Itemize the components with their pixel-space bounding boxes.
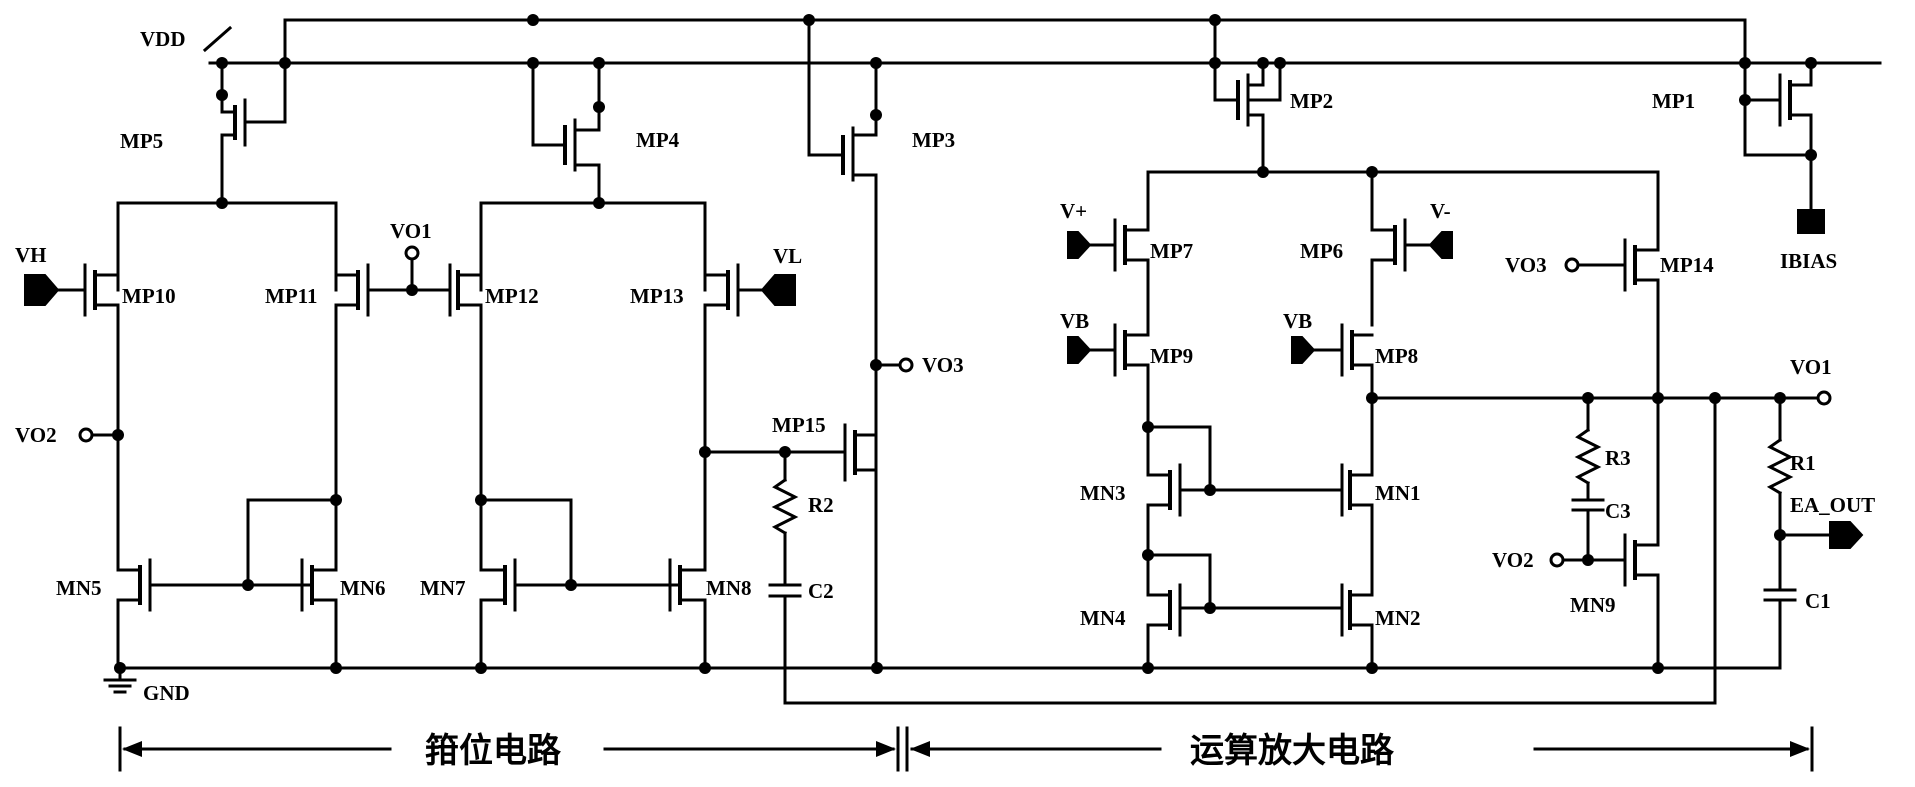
mp7-label: MP7: [1150, 239, 1193, 263]
clamp-right-branch: [448, 197, 796, 670]
vo2-left-label: VO2: [15, 423, 57, 447]
ea-out-pin: [1829, 521, 1864, 549]
mp9-label: MP9: [1150, 344, 1193, 368]
opamp-load-mirrors: [1142, 363, 1374, 670]
vb-left-label: VB: [1060, 309, 1089, 333]
transistor-mp15: [703, 357, 914, 482]
vb-right-label: VB: [1283, 309, 1312, 333]
vo1-left-label: VO1: [390, 219, 432, 243]
labels: VDD GND VH VL V+ V- VB VB IBIAS EA_OUT V…: [15, 27, 1875, 771]
mp14-label: MP14: [1660, 253, 1714, 277]
vb-left-pin: [1067, 336, 1092, 364]
vh-label: VH: [15, 243, 47, 267]
vdd-label: VDD: [140, 27, 186, 51]
vo1-right-label: VO1: [1790, 355, 1832, 379]
mn5-label: MN5: [56, 576, 102, 600]
c2-label: C2: [808, 579, 834, 603]
mp1-label: MP1: [1652, 89, 1695, 113]
mp12-label: MP12: [485, 284, 539, 308]
opamp-input-stage: [1067, 166, 1660, 377]
mp11-label: MP11: [265, 284, 318, 308]
transistor-mp3: [807, 18, 882, 670]
section-clamp-label: 箝位电路: [425, 731, 562, 771]
resistor-r2-capacitor-c2: [768, 446, 802, 670]
vplus-pin: [1067, 231, 1092, 259]
mn3-label: MN3: [1080, 481, 1126, 505]
gnd-label: GND: [143, 681, 190, 705]
mn9-label: MN9: [1570, 593, 1616, 617]
section-opamp-label: 运算放大电路: [1190, 731, 1395, 771]
mn2-label: MN2: [1375, 606, 1421, 630]
r2-label: R2: [808, 493, 834, 517]
vo3-left-label: VO3: [922, 353, 964, 377]
vo2-left-node: [78, 427, 124, 443]
vplus-label: V+: [1060, 199, 1087, 223]
mn6-label: MN6: [340, 576, 386, 600]
opamp-output-stage: [1366, 238, 1864, 670]
c1-label: C1: [1805, 589, 1831, 613]
mp15-label: MP15: [772, 413, 826, 437]
mn4-label: MN4: [1080, 606, 1126, 630]
mp6-label: MP6: [1300, 239, 1343, 263]
mn1-label: MN1: [1375, 481, 1421, 505]
c3-label: C3: [1605, 499, 1631, 523]
mp13-label: MP13: [630, 284, 684, 308]
vminus-label: V-: [1430, 199, 1451, 223]
transistor-mp5: [216, 61, 287, 199]
section-brackets: [118, 726, 1814, 772]
mp2-label: MP2: [1290, 89, 1333, 113]
mp3-label: MP3: [912, 128, 955, 152]
mp4-label: MP4: [636, 128, 680, 152]
vh-pin: [24, 274, 60, 306]
vminus-pin: [1428, 231, 1453, 259]
r3-label: R3: [1605, 446, 1631, 470]
vdd-rail: [202, 14, 1882, 69]
transistor-mp1: [1739, 61, 1825, 234]
transistor-mp2: [1213, 18, 1282, 174]
ibias-pin: [1797, 209, 1825, 234]
vdd-symbol: [202, 25, 233, 53]
mp10-label: MP10: [122, 284, 176, 308]
vb-right-pin: [1291, 336, 1316, 364]
mp8-label: MP8: [1375, 344, 1418, 368]
mn7-label: MN7: [420, 576, 466, 600]
clamp-left-branch: [24, 197, 452, 670]
r1-label: R1: [1790, 451, 1816, 475]
transistor-mp4: [531, 61, 605, 199]
ibias-label: IBIAS: [1780, 249, 1837, 273]
vl-label: VL: [773, 244, 802, 268]
vo1-left-node: [404, 245, 420, 296]
vl-pin: [760, 274, 796, 306]
mn8-label: MN8: [706, 576, 752, 600]
vo2-right-label: VO2: [1492, 548, 1534, 572]
gnd-rail: [103, 662, 1782, 705]
mp5-label: MP5: [120, 129, 163, 153]
ea-out-label: EA_OUT: [1790, 493, 1875, 517]
vo3-right-label: VO3: [1505, 253, 1547, 277]
